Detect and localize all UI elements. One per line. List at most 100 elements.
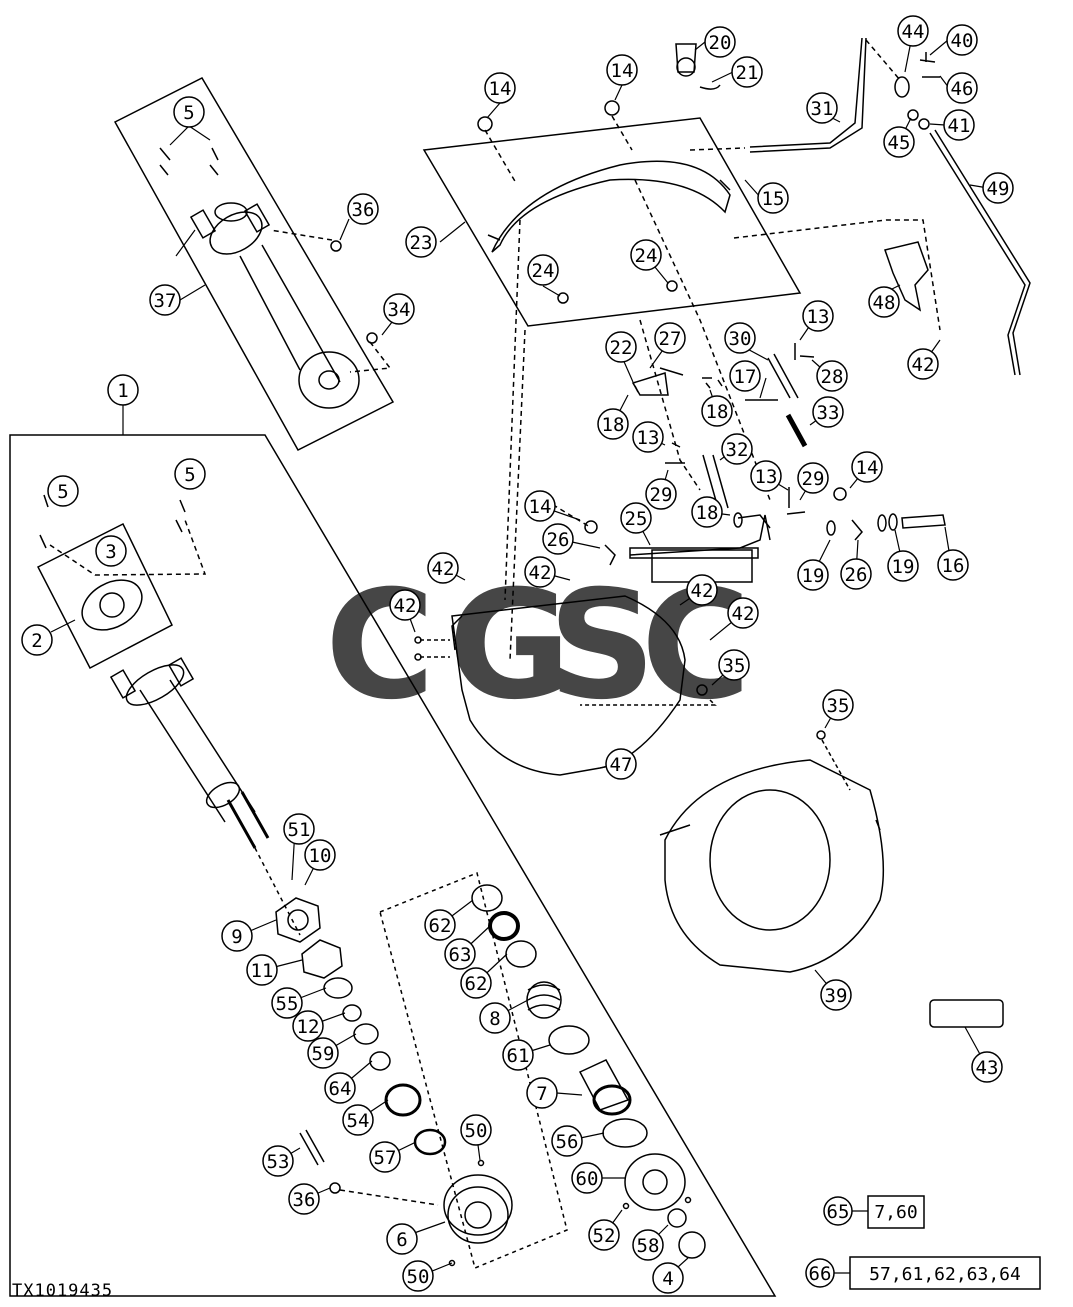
callout-number: 50	[407, 1266, 430, 1288]
callout-circle	[652, 1262, 684, 1294]
drive-shaft-37-drawing	[159, 147, 392, 409]
callout-number: 4	[662, 1268, 673, 1290]
callout-c51: 51	[283, 813, 315, 845]
callout-c14d: 14	[851, 451, 883, 483]
callout-number: 61	[507, 1045, 530, 1067]
callout-circle	[502, 1039, 534, 1071]
callout-c64: 64	[324, 1072, 356, 1104]
callout-circle	[840, 558, 872, 590]
callout-c3: 3	[95, 535, 127, 567]
callout-c48: 48	[868, 286, 900, 318]
callout-c21: 21	[731, 56, 763, 88]
callout-number: 2	[31, 630, 42, 652]
callout-number: 64	[329, 1078, 352, 1100]
callout-c62b: 62	[460, 967, 492, 999]
callout-circle	[620, 502, 652, 534]
watermark: C G S C	[325, 559, 751, 733]
callout-circle	[288, 1183, 320, 1215]
callout-circle	[484, 72, 516, 104]
callout-number: 10	[309, 845, 332, 867]
callout-c39: 39	[820, 979, 852, 1011]
callout-number: 9	[231, 926, 242, 948]
callout-c7: 7	[526, 1077, 558, 1109]
rod-49-drawing	[733, 39, 1031, 376]
callout-number: 42	[529, 562, 552, 584]
callout-c49: 49	[982, 172, 1014, 204]
callout-c45: 45	[883, 126, 915, 158]
callout-circle	[389, 589, 421, 621]
callout-number: 52	[593, 1225, 616, 1247]
callout-c30: 30	[724, 322, 756, 354]
callout-number: 14	[529, 496, 552, 518]
housing-47-drawing	[414, 595, 717, 776]
callout-c2: 2	[21, 624, 53, 656]
callout-circle	[645, 478, 677, 510]
callout-c60: 60	[571, 1162, 603, 1194]
callout-circle	[527, 254, 559, 286]
callout-c43: 43	[971, 1051, 1003, 1083]
callout-circle	[524, 556, 556, 588]
callout-circle	[946, 24, 978, 56]
callout-circle	[307, 1037, 339, 1069]
callout-number: 40	[951, 30, 974, 52]
callout-circle	[820, 979, 852, 1011]
callout-circle	[822, 689, 854, 721]
callout-number: 56	[556, 1131, 579, 1153]
callout-number: 14	[856, 457, 879, 479]
callout-c23: 23	[405, 226, 437, 258]
callout-c15: 15	[757, 182, 789, 214]
callout-c18c: 18	[691, 496, 723, 528]
callout-c33: 33	[812, 396, 844, 428]
callout-circle	[402, 1260, 434, 1292]
callout-circle	[812, 396, 844, 428]
callout-c4: 4	[652, 1262, 684, 1294]
callout-number: 45	[888, 132, 911, 154]
callout-circle	[386, 1223, 418, 1255]
callout-circle	[605, 748, 637, 780]
seal-kit-drawing	[471, 884, 706, 1259]
watermark-letter: G	[448, 559, 571, 733]
callout-c16: 16	[937, 549, 969, 581]
callout-number: 17	[734, 366, 757, 388]
callout-c13a: 13	[802, 300, 834, 332]
callout-circle	[174, 458, 206, 490]
callout-number: 35	[723, 655, 746, 677]
callout-circle	[262, 1145, 294, 1177]
callout-circle	[654, 322, 686, 354]
note-box	[867, 1195, 925, 1229]
callout-c8: 8	[479, 1002, 511, 1034]
boxed-note-66: 66 57,61,62,63,64	[805, 1256, 1041, 1290]
callout-c36a: 36	[347, 193, 379, 225]
callout-circle	[427, 552, 459, 584]
callout-circle	[797, 462, 829, 494]
callout-number: 33	[817, 402, 840, 424]
callout-c42b: 42	[524, 556, 556, 588]
callout-circle	[757, 182, 789, 214]
callout-circle	[805, 1258, 835, 1288]
callout-c34: 34	[383, 293, 415, 325]
callout-number: 31	[811, 98, 834, 120]
callout-c35a: 35	[718, 649, 750, 681]
callout-circle	[405, 226, 437, 258]
callout-number: 18	[602, 414, 625, 436]
callout-number: 57	[374, 1147, 397, 1169]
callout-number: 30	[729, 328, 752, 350]
callout-number: 62	[429, 915, 452, 937]
callout-circle	[721, 433, 753, 465]
callout-circle	[460, 1114, 492, 1146]
callout-number: 13	[637, 427, 660, 449]
callout-c53: 53	[262, 1145, 294, 1177]
callout-circle	[342, 1104, 374, 1136]
housing-cover-23-drawing	[477, 37, 867, 304]
callout-number: 24	[532, 260, 555, 282]
group-frames	[9, 77, 802, 1297]
callout-c19a: 19	[797, 559, 829, 591]
callout-number: 36	[293, 1189, 316, 1211]
callout-circle	[588, 1219, 620, 1251]
callout-circle	[718, 649, 750, 681]
callout-c20: 20	[704, 26, 736, 58]
callout-circle	[271, 987, 303, 1019]
callout-c50b: 50	[402, 1260, 434, 1292]
callout-number: 12	[297, 1016, 320, 1038]
